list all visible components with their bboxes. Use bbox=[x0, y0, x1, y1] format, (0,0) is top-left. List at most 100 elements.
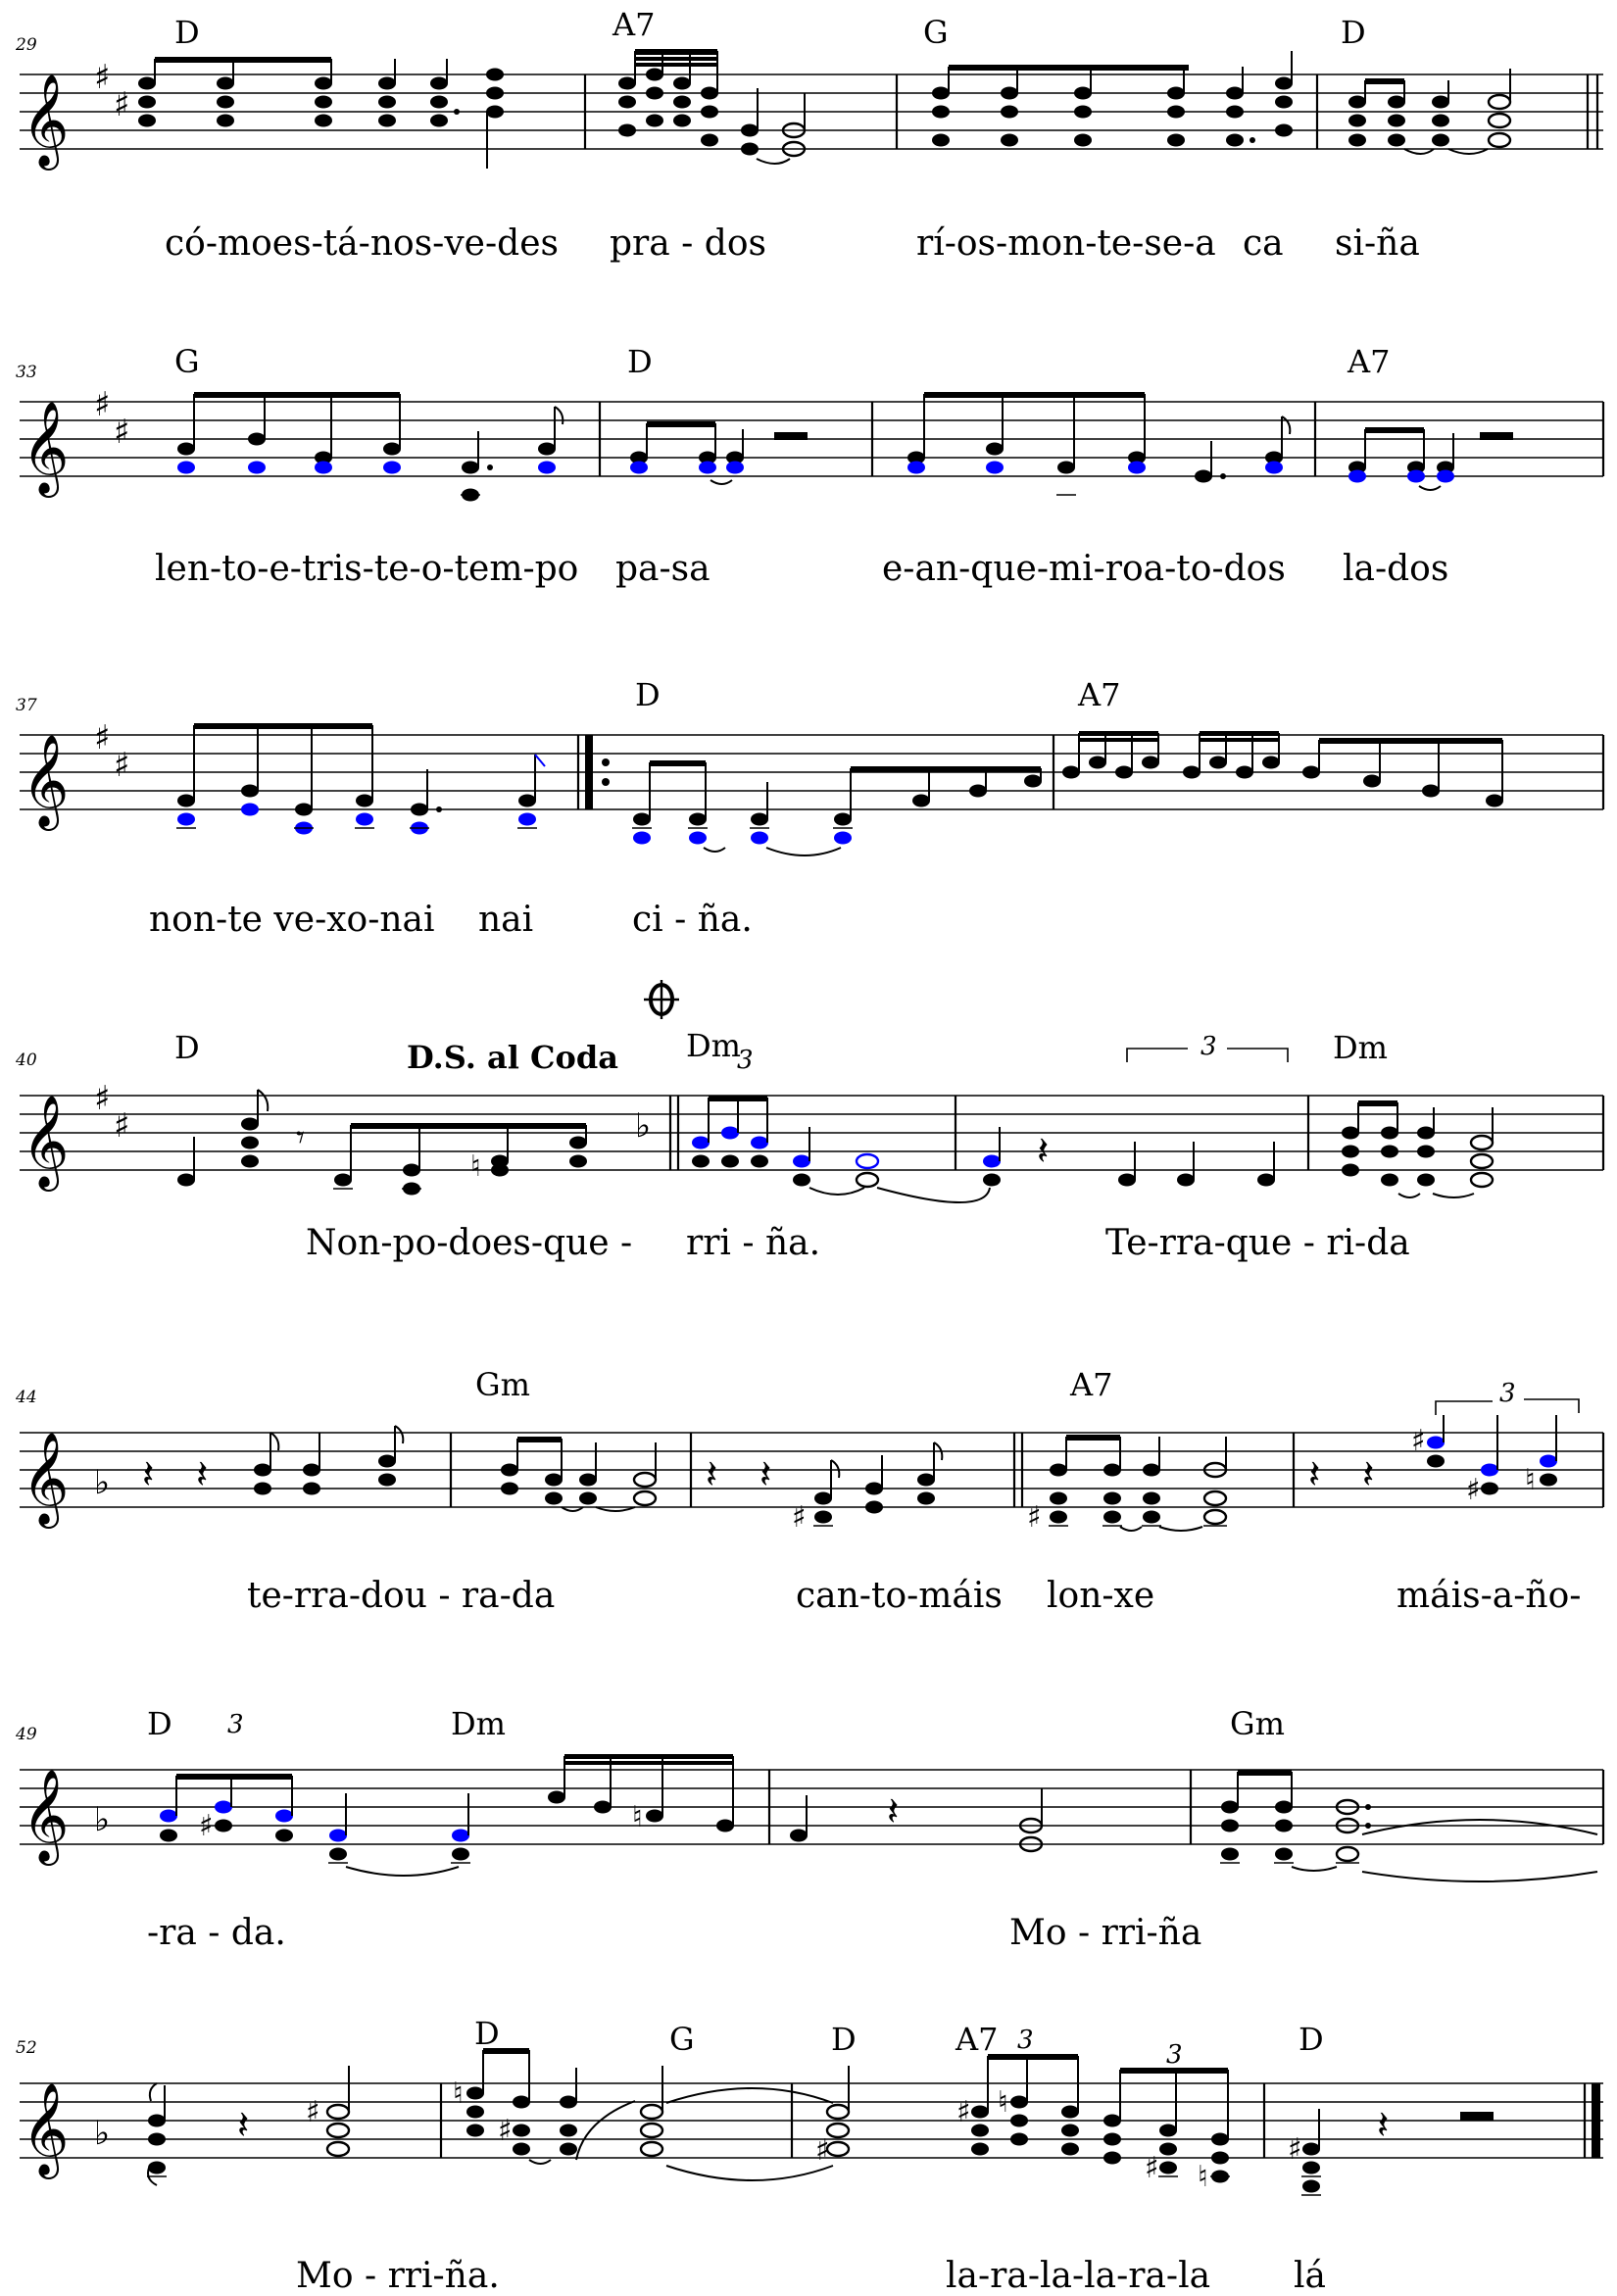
system-4: 40 D Dm Dm D.S. al Coda 𝄞 ♯♯ ♭ 3 3 bbox=[0, 970, 1617, 1294]
svg-text:♯: ♯ bbox=[114, 413, 129, 452]
lyric-line: Mo - rri-ña. bbox=[296, 2256, 500, 2296]
natural-icon: ♮ bbox=[1198, 2160, 1208, 2194]
measure-number: 33 bbox=[16, 363, 37, 382]
measure-number: 49 bbox=[16, 1725, 37, 1744]
chord-symbol: D bbox=[147, 1705, 172, 1742]
svg-text:𝄞: 𝄞 bbox=[22, 734, 69, 831]
chord-symbol: Dm bbox=[1333, 1029, 1388, 1066]
music-staff: 𝄞 ♯♯ bbox=[20, 718, 1605, 856]
svg-text:♯: ♯ bbox=[94, 1079, 110, 1118]
chord-symbol: Dm bbox=[451, 1705, 506, 1742]
key-signature-icon: ♯♯ bbox=[94, 1079, 129, 1146]
treble-clef-icon: 𝄞 bbox=[22, 73, 69, 171]
svg-text:𝄞: 𝄞 bbox=[22, 1432, 69, 1529]
music-staff: 𝄞 ♭ 3 𝄽𝄽 𝄽𝄽 𝄽𝄽 bbox=[20, 1379, 1605, 1535]
music-staff: 𝄞 ♭ 3 bbox=[20, 1710, 1605, 1882]
ds-al-coda-mark: D.S. al Coda bbox=[407, 1039, 618, 1076]
lyric-line: Non-po-does-que - bbox=[306, 1223, 633, 1263]
chord-symbol: A7 bbox=[1078, 676, 1121, 713]
lyric-line: can-to-máis bbox=[796, 1576, 1003, 1616]
quarter-rest-icon: 𝄽 bbox=[1037, 1129, 1049, 1174]
natural-icon: ♮ bbox=[453, 2076, 464, 2111]
svg-text:♮: ♮ bbox=[470, 1149, 481, 1184]
sharp-icon: ♯ bbox=[1466, 1473, 1481, 1507]
lyric-line: máis-a-ño- bbox=[1396, 1576, 1582, 1616]
lyric-line: la-ra-la-la-ra-la bbox=[946, 2256, 1211, 2296]
chord-symbol: A7 bbox=[612, 6, 656, 43]
svg-text:𝄽: 𝄽 bbox=[1362, 1452, 1374, 1497]
lyric-line: Mo - rri-ña bbox=[1009, 1913, 1202, 1953]
key-signature-icon: ♯♯ bbox=[94, 58, 129, 124]
measure-number: 37 bbox=[16, 696, 37, 715]
lyric-line: lá bbox=[1294, 2256, 1326, 2296]
chord-symbol: D bbox=[174, 14, 200, 51]
chord-symbol: D bbox=[635, 676, 661, 713]
lyric-line: pa-sa bbox=[615, 549, 710, 589]
svg-text:𝄽: 𝄽 bbox=[1377, 2103, 1389, 2148]
chord-symbol: A7 bbox=[956, 2021, 999, 2058]
sharp-icon: ♯ bbox=[815, 2133, 830, 2168]
key-signature-icon: ♭ bbox=[94, 2114, 110, 2153]
measure-number: 52 bbox=[16, 2038, 37, 2058]
sharp-icon: ♯ bbox=[1411, 1424, 1426, 1458]
measure-number: 44 bbox=[16, 1388, 37, 1407]
lyric-line: te-rra-dou - ra-da bbox=[247, 1576, 556, 1616]
natural-icon: ♮ bbox=[1525, 1463, 1536, 1497]
tuplet-number: 3 bbox=[1017, 2026, 1034, 2055]
system-7: 52 D G D A7 D 𝄞 ♭ 3 3 bbox=[0, 1970, 1617, 2296]
chord-symbol: G bbox=[174, 343, 200, 380]
svg-text:𝄞: 𝄞 bbox=[22, 1769, 69, 1866]
coda-icon bbox=[642, 980, 681, 1019]
notes bbox=[138, 68, 1449, 156]
repeat-barline-icon bbox=[576, 735, 610, 809]
lyric-line: Te-rra-que - ri-da bbox=[1105, 1223, 1410, 1263]
svg-text:𝄞: 𝄞 bbox=[22, 1095, 69, 1192]
svg-text:𝄾: 𝄾 bbox=[296, 1118, 305, 1157]
tuplet-number: 3 bbox=[227, 1710, 244, 1739]
key-signature-icon: ♭ bbox=[94, 1800, 110, 1839]
tuplet-number: 3 bbox=[1166, 2040, 1183, 2070]
measure-number: 29 bbox=[16, 35, 37, 55]
svg-text:𝄽: 𝄽 bbox=[196, 1452, 208, 1497]
key-signature-icon: ♯♯ bbox=[94, 718, 129, 785]
system-2: 33 G D A7 𝄞 ♯♯ bbox=[0, 323, 1617, 647]
tuplet-number: 3 bbox=[1499, 1379, 1516, 1408]
chord-symbol: D bbox=[627, 343, 653, 380]
svg-text:♯: ♯ bbox=[114, 746, 129, 785]
quarter-rest-icon: 𝄽 bbox=[887, 1789, 899, 1834]
sharp-icon: ♯ bbox=[199, 1809, 214, 1843]
chord-symbol: Gm bbox=[1230, 1705, 1285, 1742]
svg-text:𝄽: 𝄽 bbox=[706, 1452, 717, 1497]
sharp-icon: ♯ bbox=[306, 2095, 320, 2129]
svg-text:𝄽: 𝄽 bbox=[760, 1452, 771, 1497]
svg-text:𝄞: 𝄞 bbox=[22, 2082, 69, 2179]
sharp-icon: ♯ bbox=[1288, 2132, 1302, 2167]
chord-symbol: D bbox=[831, 2021, 857, 2058]
measure-number: 40 bbox=[16, 1050, 37, 1070]
svg-text:𝄽: 𝄽 bbox=[887, 1789, 899, 1834]
treble-clef-icon: 𝄞 bbox=[22, 401, 69, 498]
svg-text:♭: ♭ bbox=[635, 1106, 651, 1146]
system-6: 49 D Dm Gm 𝄞 ♭ 3 bbox=[0, 1627, 1617, 1953]
lyric-line: si-ña bbox=[1335, 223, 1420, 264]
natural-icon: ♮ bbox=[470, 1149, 481, 1184]
music-staff: 𝄞 ♭ 3 3 bbox=[20, 2026, 1603, 2196]
lyric-line: pra - dos bbox=[610, 223, 766, 264]
natural-icon: ♮ bbox=[632, 1800, 643, 1834]
chord-symbol: D bbox=[1298, 2021, 1324, 2058]
lyric-line: ci - ña. bbox=[632, 900, 753, 940]
system-5: 44 Gm A7 𝄞 ♭ 3 𝄽𝄽 𝄽𝄽 𝄽𝄽 bbox=[0, 1294, 1617, 1617]
svg-text:𝄽: 𝄽 bbox=[1308, 1452, 1320, 1497]
lyric-line: -ra - da. bbox=[147, 1913, 286, 1953]
music-staff: 𝄞 ♯♯ bbox=[20, 385, 1605, 502]
svg-text:𝄽: 𝄽 bbox=[1037, 1129, 1049, 1174]
sharp-icon: ♯ bbox=[498, 2114, 513, 2148]
music-staff: 𝄞 ♯♯ ♭ 3 3 bbox=[20, 1032, 1605, 1203]
lyric-line: la-dos bbox=[1343, 549, 1449, 589]
chord-symbol: D bbox=[1341, 14, 1366, 51]
svg-text:♯: ♯ bbox=[114, 85, 129, 124]
chord-symbol: G bbox=[669, 2021, 695, 2058]
lyric-line: nai bbox=[478, 900, 534, 940]
svg-text:♯: ♯ bbox=[94, 58, 110, 97]
music-staff: 𝄞 ♯♯ bbox=[20, 49, 1603, 171]
